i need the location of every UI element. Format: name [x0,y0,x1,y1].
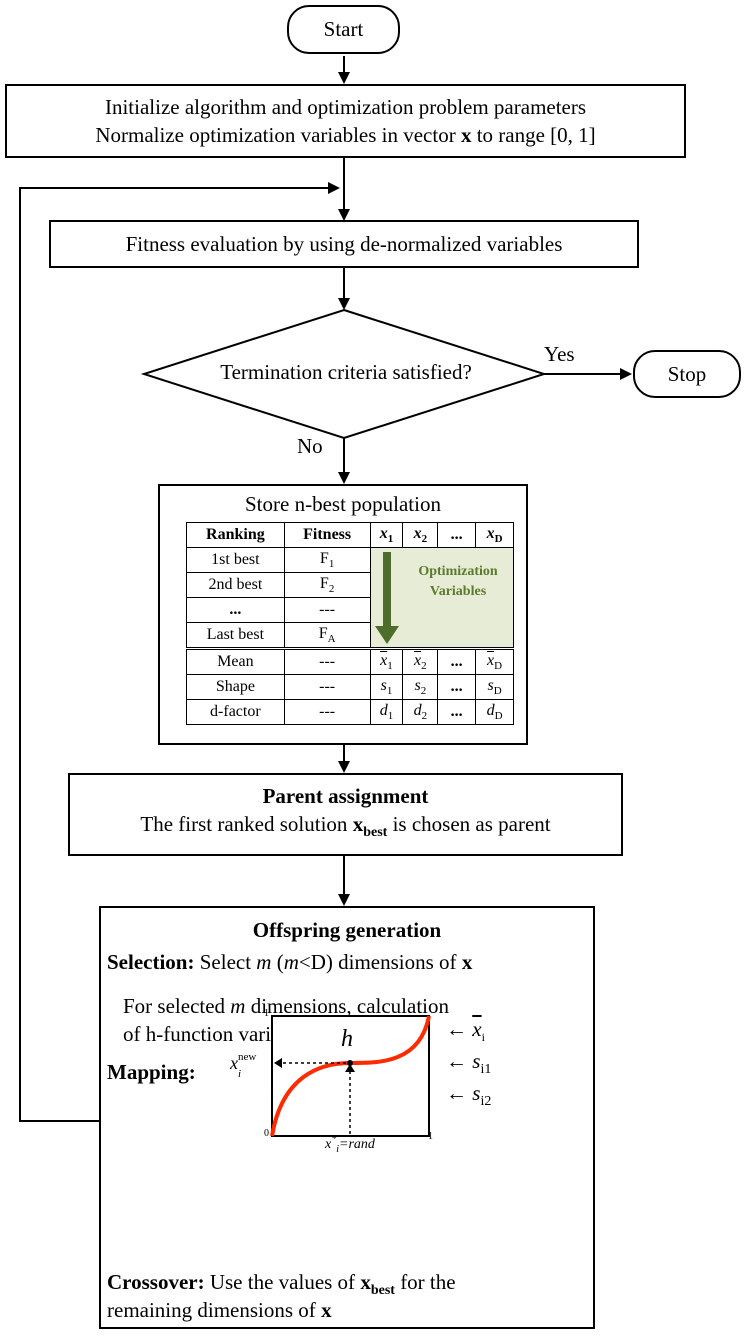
xnew-sub: i [238,1068,242,1080]
xstar-label: x*i=rand [325,1134,375,1155]
decision-yes-label: Yes [544,342,575,366]
table-header-row: Ranking Fitness x1 x2 ... xD [186,522,514,548]
left-arrowhead-icon [274,1058,282,1068]
crossover-line2: remaining dimensions of x [107,1298,332,1322]
down-arrow-icon [374,552,399,644]
init-box: Initialize algorithm and optimization pr… [5,84,686,158]
header-xD: xD [475,522,514,548]
plot-x-right-tick: 1 [428,1131,433,1142]
mapping-label: Mapping: [107,1060,196,1084]
parent-title: Parent assignment [262,783,429,808]
header-x2: x2 [402,522,439,548]
stop-label: Stop [667,361,707,386]
crossover-line1: Crossover: Use the values of xbest for t… [107,1270,456,1299]
store-title: Store n-best population [245,492,441,516]
decision-no-label: No [297,434,323,458]
start-label: Start [323,17,364,41]
init-line1: Initialize algorithm and optimization pr… [104,95,587,119]
stats-row-shape: Shape --- s1 s2 ... sD [186,674,514,700]
legend-si1: ← si1 [446,1049,492,1078]
optimization-variables-label: Optimization Variables [418,564,498,599]
plot-y-top-tick: 1 [264,1008,269,1019]
header-x1: x1 [369,522,404,548]
optimization-variables-region: Optimization Variables [369,547,515,649]
start-terminal: Start [287,5,400,54]
up-arrowhead-icon [345,1064,355,1072]
parent-line: The first ranked solution xbest is chose… [140,811,551,841]
parent-assignment-box: Parent assignment The first ranked solut… [68,773,623,856]
loop-back-arrow [19,182,340,1122]
h-function-plot [270,1015,431,1137]
header-dots: ... [437,522,477,548]
legend-si2: ← si2 [446,1081,492,1110]
init-line2: Normalize optimization variables in vect… [95,123,596,147]
plot-y-bottom-tick: 0 [264,1128,269,1139]
fitness-text: Fitness evaluation by using de-normalize… [125,232,563,256]
table-row: 1st best F1 Optimization Variables [186,547,515,649]
n-best-table: Ranking Fitness x1 x2 ... xD 1st best F1… [186,522,515,725]
table-row: Last best FA [186,622,514,649]
stats-row-dfactor: d-factor --- d1 d2 ... dD [186,699,514,725]
h-label: h [341,1026,353,1052]
legend-xbar: ← xi [446,1017,485,1045]
header-fitness: Fitness [283,522,371,548]
xnew-label: xnew [230,1051,257,1073]
fitness-box: Fitness evaluation by using de-normalize… [49,220,639,268]
selection-line: Selection: Select m (m<D) dimensions of … [107,950,473,974]
header-ranking: Ranking [186,522,285,548]
calc-line1: For selected m dimensions, calculation [123,994,450,1018]
mapping-point [347,1060,353,1066]
table-row: ... --- [186,597,514,623]
offspring-title: Offspring generation [252,918,442,942]
stats-row-mean: Mean --- x1 x2 ... xD [186,647,514,675]
stop-terminal: Stop [633,350,741,398]
decision-question: Termination criteria satisfied? [220,360,472,384]
